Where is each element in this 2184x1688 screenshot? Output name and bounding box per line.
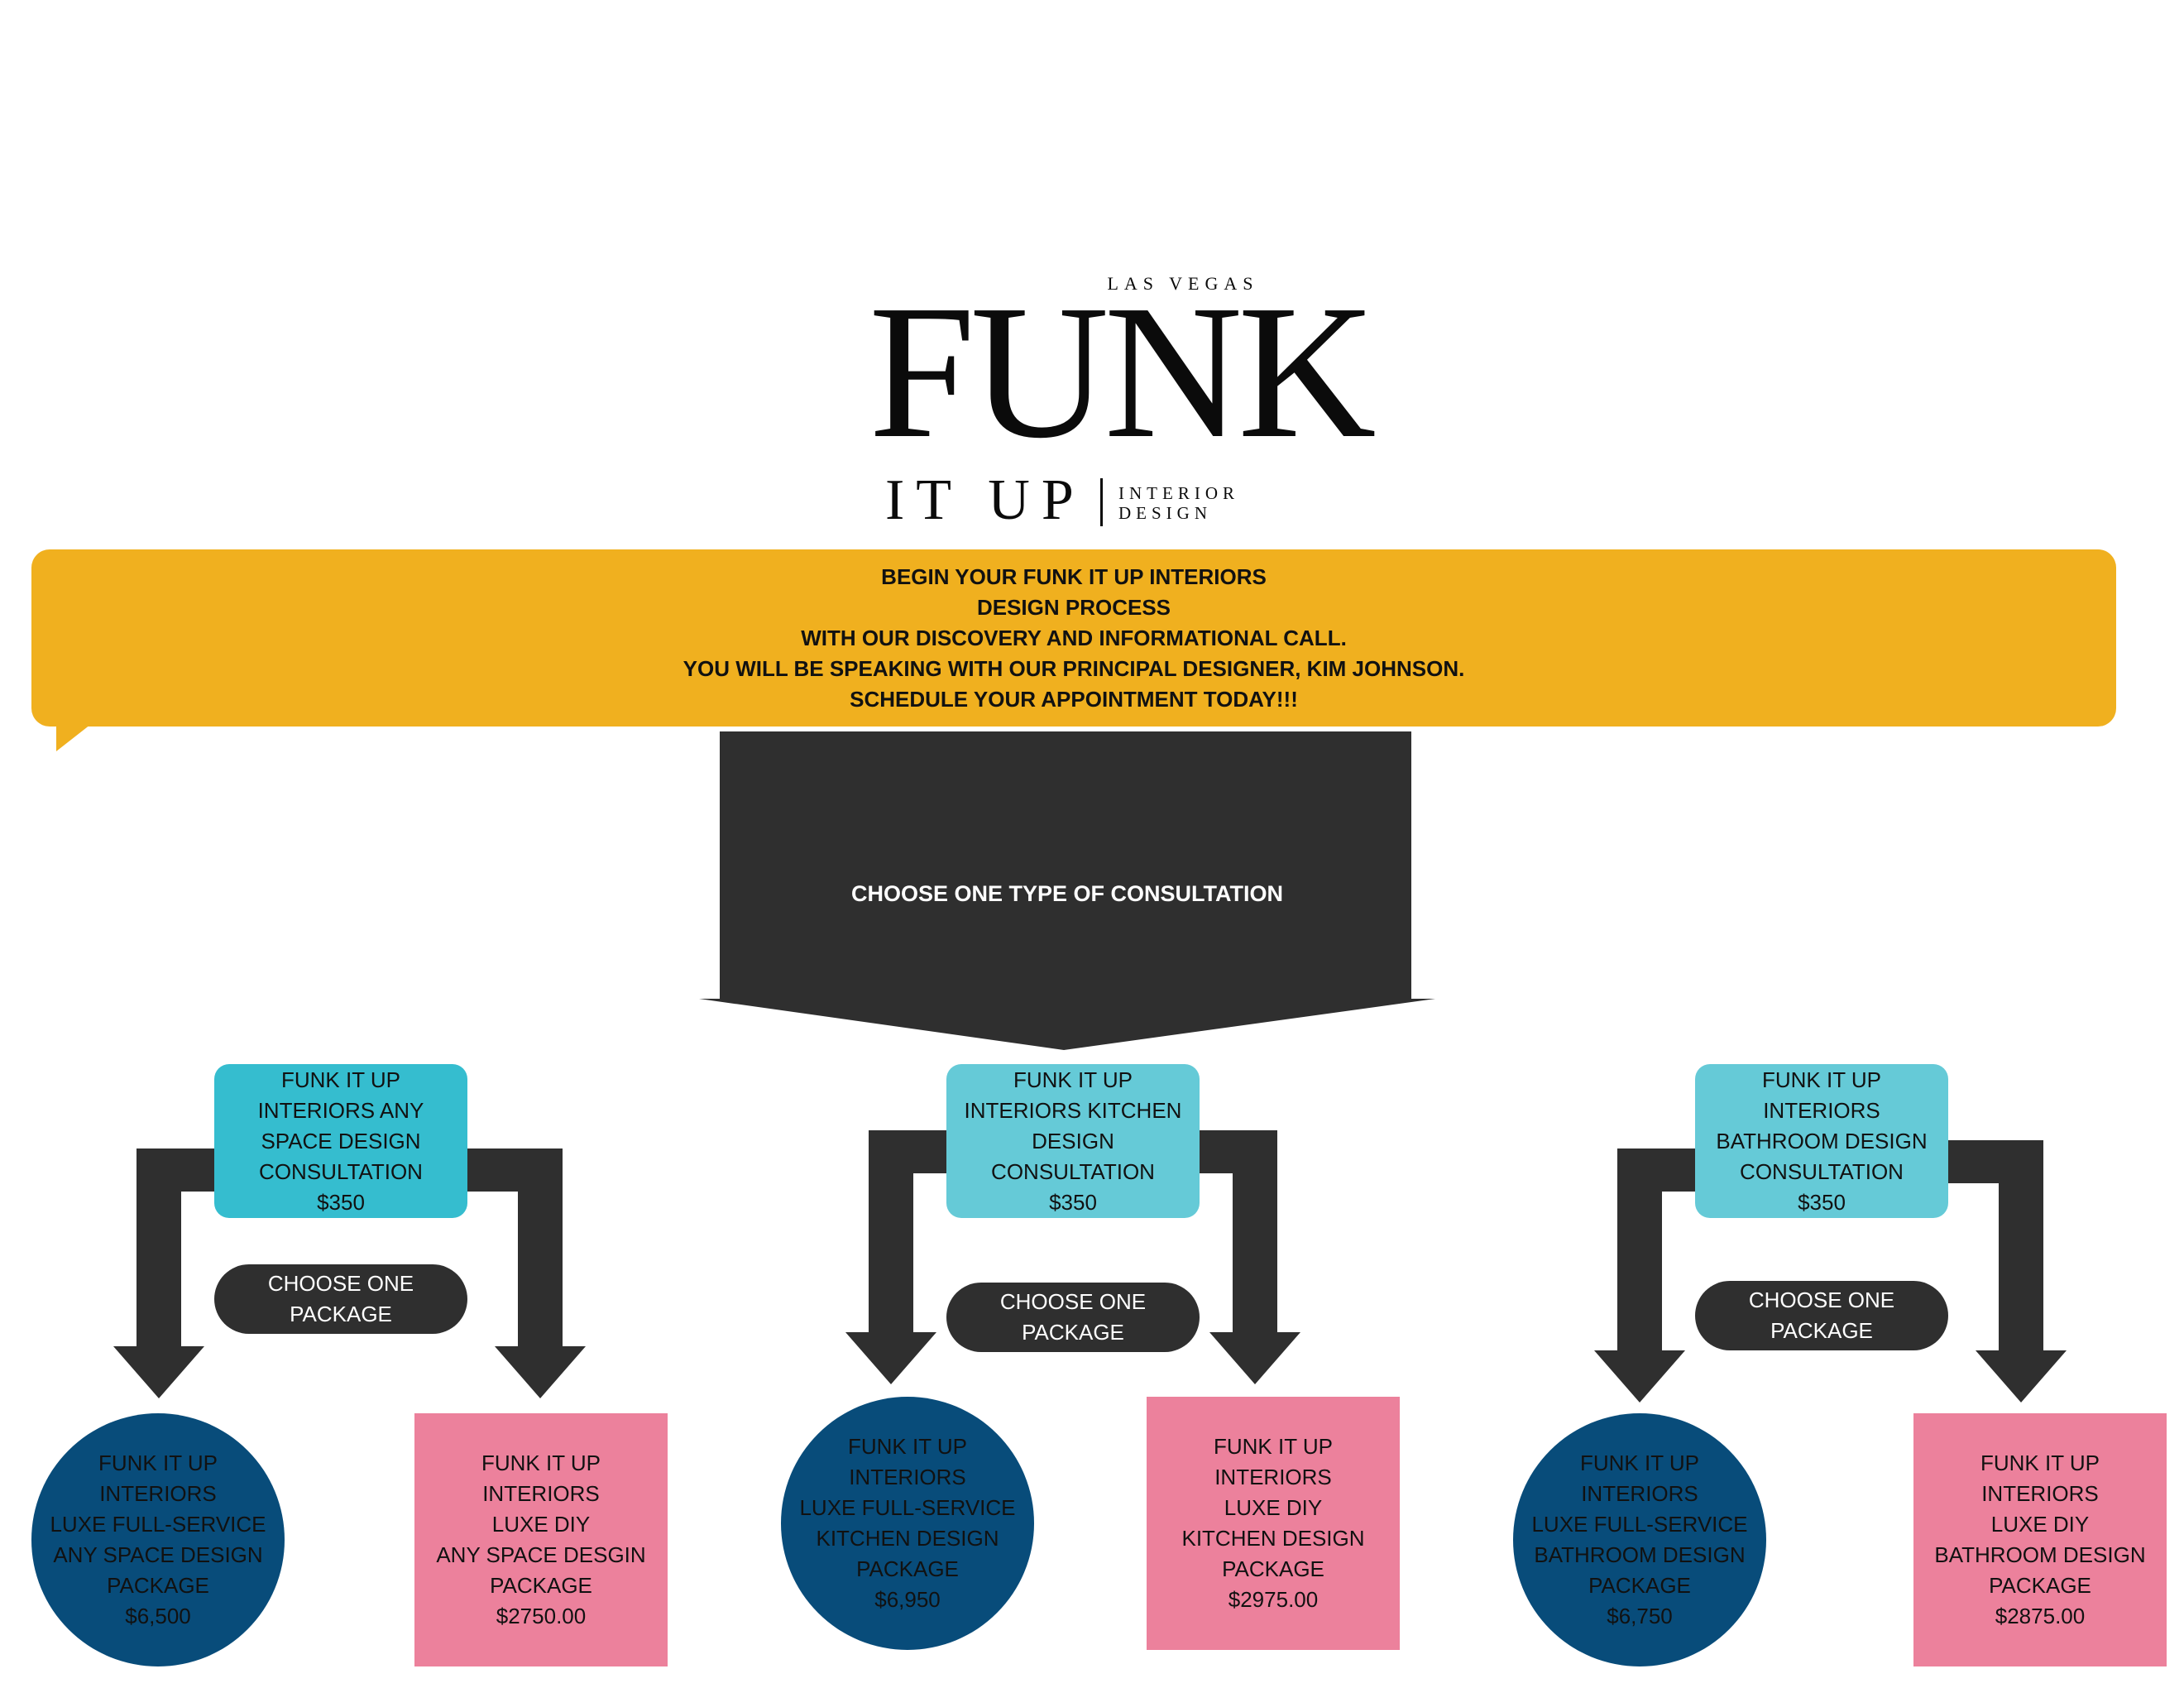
package-price: $2750.00: [496, 1604, 587, 1628]
package-line: KITCHEN DESIGN: [1181, 1526, 1365, 1551]
package-line: LUXE DIY: [491, 1512, 591, 1537]
package-line: INTERIORS: [99, 1481, 217, 1506]
package-line: FUNK IT UP: [848, 1434, 967, 1459]
package-line: PACKAGE: [490, 1573, 592, 1598]
package-line: LUXE FULL-SERVICE: [50, 1512, 266, 1537]
intro-banner: [31, 549, 2116, 727]
logo-subtitle: IT UP: [885, 468, 1085, 532]
choose-package-line: PACKAGE: [290, 1302, 392, 1326]
choose-package-line: PACKAGE: [1770, 1318, 1873, 1343]
consultation-line: SPACE DESIGN: [261, 1128, 421, 1153]
package-price: $6,500: [125, 1604, 191, 1628]
package-line: PACKAGE: [1588, 1573, 1691, 1598]
logo-city-text: LAS VEGAS: [1107, 273, 1259, 294]
package-line: FUNK IT UP: [1214, 1434, 1333, 1459]
consultation-any-space[interactable]: FUNK IT UP INTERIORS ANY SPACE DESIGN CO…: [214, 1064, 467, 1218]
consultation-line: FUNK IT UP: [1013, 1067, 1133, 1092]
package-line: LUXE FULL-SERVICE: [1531, 1512, 1748, 1537]
consultation-line: CONSULTATION: [259, 1158, 423, 1184]
consultation-line: INTERIORS: [1763, 1097, 1880, 1123]
logo-tagline-line: DESIGN: [1118, 503, 1212, 523]
choose-package-line: CHOOSE ONE: [999, 1289, 1147, 1314]
package-line: ANY SPACE DESGIN: [436, 1542, 646, 1567]
logo-wordmark: FUNK: [869, 266, 1377, 478]
banner-tail-icon: [56, 722, 94, 751]
package-price: $6,750: [1607, 1604, 1673, 1628]
package-luxe-any-space[interactable]: FUNK IT UP INTERIORS LUXE FULL-SERVICE A…: [31, 1413, 285, 1666]
package-line: PACKAGE: [856, 1556, 959, 1581]
package-line: FUNK IT UP: [481, 1451, 601, 1475]
consultation-line: INTERIORS ANY: [257, 1097, 424, 1123]
package-line: PACKAGE: [107, 1573, 209, 1598]
package-line: ANY SPACE DESIGN: [53, 1542, 263, 1567]
consultation-kitchen[interactable]: FUNK IT UP INTERIORS KITCHEN DESIGN CONS…: [946, 1064, 1200, 1218]
package-line: FUNK IT UP: [1580, 1451, 1699, 1475]
choose-package-line: CHOOSE ONE: [267, 1271, 414, 1296]
consultation-price: $350: [1798, 1189, 1846, 1215]
package-line: KITCHEN DESIGN: [816, 1526, 999, 1551]
choose-package-line: PACKAGE: [1022, 1320, 1124, 1345]
package-line: FUNK IT UP: [98, 1451, 218, 1475]
package-line: PACKAGE: [1989, 1573, 2091, 1598]
banner-line: WITH OUR DISCOVERY AND INFORMATIONAL CAL…: [801, 625, 1347, 650]
banner-line: DESIGN PROCESS: [976, 594, 1171, 620]
consultation-line: FUNK IT UP: [1762, 1067, 1881, 1092]
consultation-price: $350: [317, 1189, 365, 1215]
choose-package-label: CHOOSE ONE PACKAGE: [1695, 1281, 1948, 1350]
arrow-left-icon: [113, 1149, 214, 1398]
consultation-price: $350: [1049, 1189, 1097, 1215]
package-line: BATHROOM DESIGN: [1934, 1542, 2146, 1567]
consultation-line: CONSULTATION: [991, 1158, 1155, 1184]
package-price: $6,950: [874, 1587, 941, 1612]
arrow-left-icon: [1594, 1149, 1695, 1403]
package-luxe-bathroom[interactable]: FUNK IT UP INTERIORS LUXE FULL-SERVICE B…: [1513, 1413, 1766, 1666]
logo-tagline-line: INTERIOR: [1118, 483, 1239, 503]
package-line: LUXE DIY: [1990, 1512, 2090, 1537]
package-line: FUNK IT UP: [1980, 1451, 2100, 1475]
arrow-left-icon: [845, 1130, 946, 1384]
consultation-bathroom[interactable]: FUNK IT UP INTERIORS BATHROOM DESIGN CON…: [1695, 1064, 1948, 1218]
package-diy-any-space[interactable]: FUNK IT UP INTERIORS LUXE DIY ANY SPACE …: [414, 1413, 668, 1666]
intro-banner-text: BEGIN YOUR FUNK IT UP INTERIORS DESIGN P…: [31, 549, 2116, 727]
package-line: BATHROOM DESIGN: [1534, 1542, 1746, 1567]
package-price: $2875.00: [1995, 1604, 2086, 1628]
package-diy-bathroom[interactable]: FUNK IT UP INTERIORS LUXE DIY BATHROOM D…: [1913, 1413, 2167, 1666]
package-line: INTERIORS: [1581, 1481, 1698, 1506]
consultation-line: BATHROOM DESIGN: [1716, 1128, 1928, 1153]
package-line: INTERIORS: [1981, 1481, 2099, 1506]
choose-package-label: CHOOSE ONE PACKAGE: [214, 1264, 467, 1334]
arrow-right-icon: [1948, 1140, 2067, 1403]
choose-package-label: CHOOSE ONE PACKAGE: [946, 1283, 1200, 1352]
package-line: INTERIORS: [1214, 1465, 1332, 1489]
arrow-right-icon: [1200, 1130, 1300, 1384]
package-diy-kitchen[interactable]: FUNK IT UP INTERIORS LUXE DIY KITCHEN DE…: [1147, 1397, 1400, 1650]
package-line: INTERIORS: [482, 1481, 600, 1506]
choose-consultation-label: CHOOSE ONE TYPE OF CONSULTATION: [850, 880, 1284, 906]
package-line: LUXE DIY: [1224, 1495, 1323, 1520]
banner-line: SCHEDULE YOUR APPOINTMENT TODAY!!!: [850, 686, 1298, 712]
package-luxe-kitchen[interactable]: FUNK IT UP INTERIORS LUXE FULL-SERVICE K…: [781, 1397, 1034, 1650]
package-line: LUXE FULL-SERVICE: [799, 1495, 1016, 1520]
consultation-line: INTERIORS KITCHEN: [964, 1097, 1182, 1123]
arrow-right-icon: [467, 1149, 586, 1398]
choose-package-line: CHOOSE ONE: [1748, 1288, 1895, 1312]
choose-consultation-arrow-icon: [699, 731, 1435, 1050]
consultation-line: DESIGN: [1032, 1128, 1114, 1153]
banner-line: BEGIN YOUR FUNK IT UP INTERIORS: [881, 563, 1267, 589]
logo-tagline: INTERIOR DESIGN: [1118, 483, 1239, 523]
banner-line: YOU WILL BE SPEAKING WITH OUR PRINCIPAL …: [682, 655, 1465, 681]
package-line: INTERIORS: [849, 1465, 966, 1489]
package-line: PACKAGE: [1222, 1556, 1324, 1581]
consultation-line: FUNK IT UP: [281, 1067, 400, 1092]
logo-divider: [1100, 478, 1103, 526]
consultation-line: CONSULTATION: [1740, 1158, 1904, 1184]
package-price: $2975.00: [1228, 1587, 1319, 1612]
